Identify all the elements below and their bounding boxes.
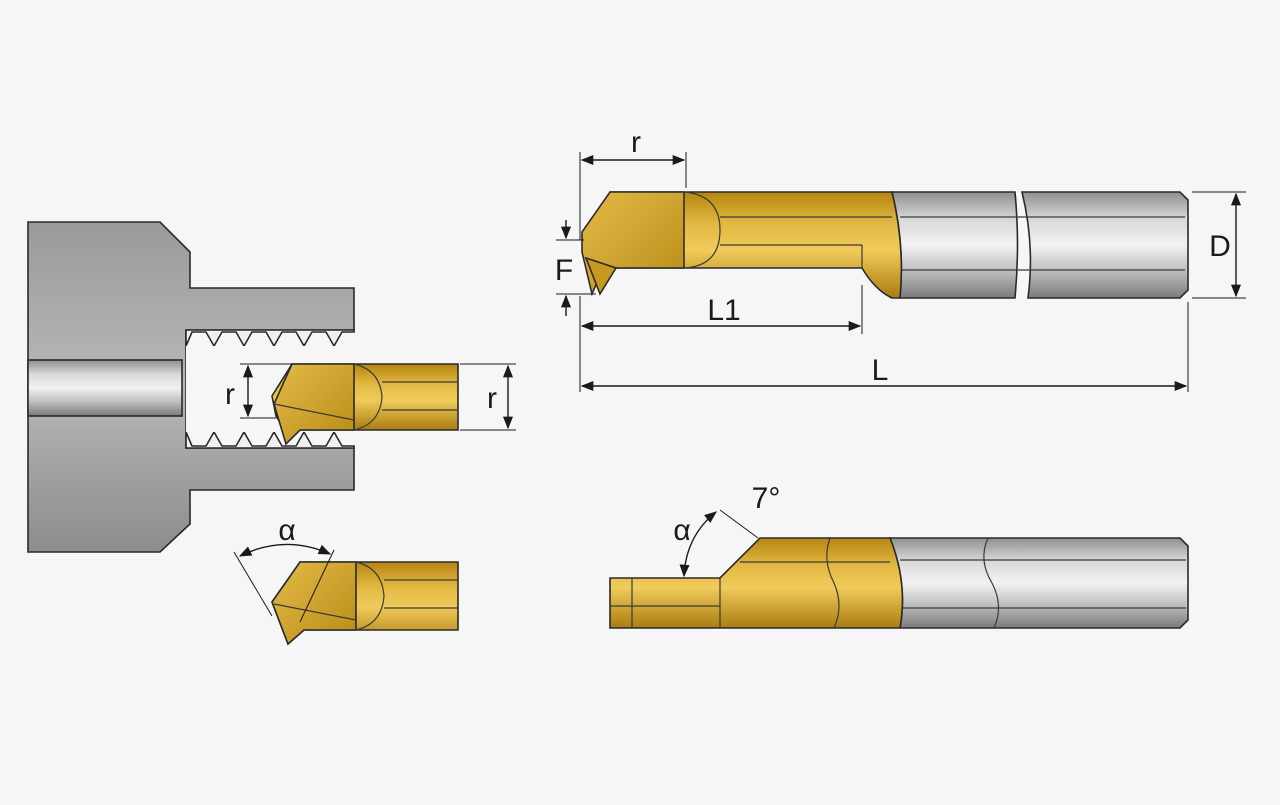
boring-tool-top xyxy=(581,191,1189,299)
label-alpha-left: α xyxy=(278,514,295,547)
shank-steel-side xyxy=(888,537,1189,629)
shank-steel-part-b xyxy=(1020,191,1189,299)
label-F: F xyxy=(555,254,573,287)
label-r-outer: r xyxy=(487,382,497,415)
label-r-inner: r xyxy=(225,378,235,411)
label-r-top: r xyxy=(631,126,641,159)
label-L1: L1 xyxy=(707,294,740,327)
tool-head-alpha-view: α xyxy=(233,514,459,646)
label-alpha-right: α xyxy=(673,514,690,547)
label-D: D xyxy=(1209,230,1231,263)
label-L: L xyxy=(872,354,889,387)
boring-tool-in-bore xyxy=(271,363,459,446)
shank-steel-part-a xyxy=(890,191,1019,299)
carbide-head-side xyxy=(609,537,904,629)
dimensions-left: r r xyxy=(225,363,516,431)
workpiece-bore xyxy=(27,359,183,417)
boring-tool-side-view: α 7° xyxy=(609,482,1189,629)
dimensions-top-tool: r F D L1 L xyxy=(555,126,1246,392)
label-angle-7: 7° xyxy=(752,482,781,515)
